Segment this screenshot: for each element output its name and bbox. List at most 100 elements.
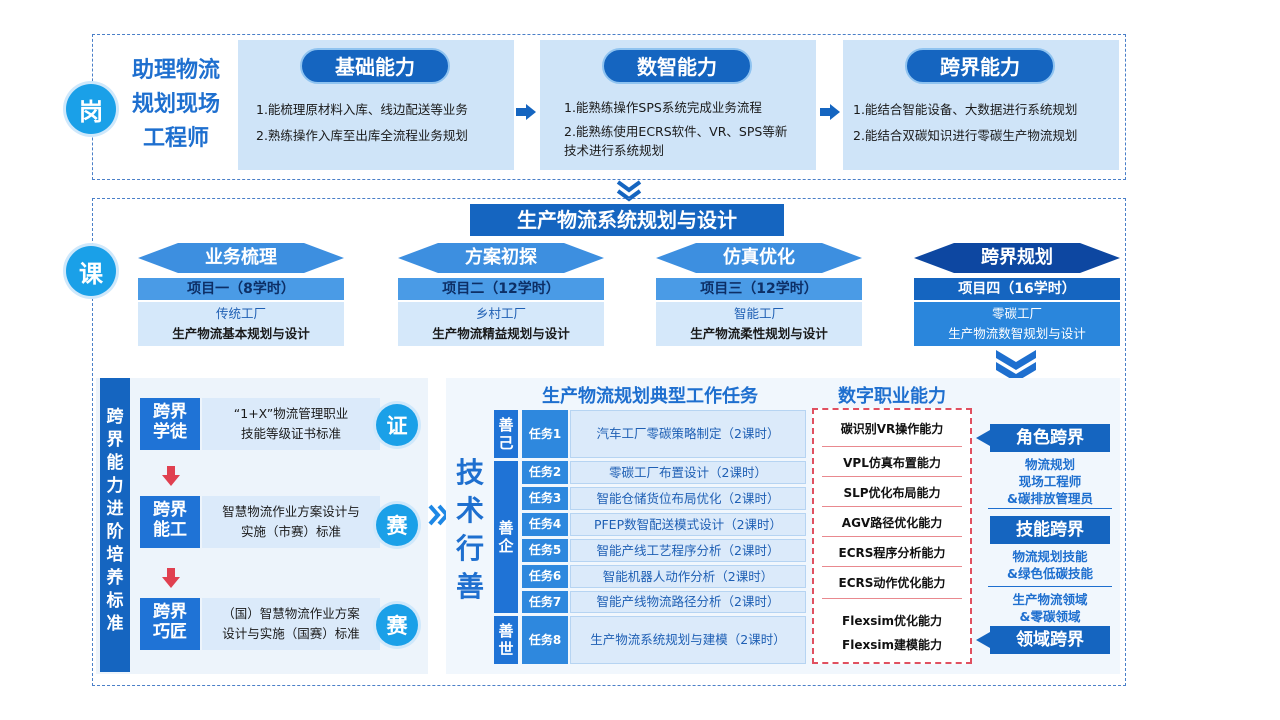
- domain-cross-box: 领域跨界: [990, 626, 1110, 654]
- chevron-down-icon: [616, 180, 642, 202]
- project-stage-shape: [656, 243, 862, 273]
- task-item: PFEP数智配送模式设计（2课时）: [570, 513, 806, 536]
- standard-line: 技能等级证书标准: [240, 426, 341, 441]
- course-badge: 课: [66, 246, 116, 296]
- project-stage-shape: [138, 243, 344, 273]
- project-column: 业务梳理 项目一（8学时） 传统工厂 生产物流基本规划与设计: [138, 242, 344, 346]
- theme-title: 技术 行善: [452, 454, 488, 606]
- ability-item: 1.能梳理原材料入库、线边配送等业务: [256, 102, 468, 117]
- role-title-line: 工程师: [142, 126, 209, 151]
- ability-item: 2.能熟练使用ECRS软件、VR、SPS等新技术进行系统规划: [564, 124, 788, 158]
- project-head: 项目四（16学时）: [914, 278, 1120, 300]
- project-desc: 生产物流精益规划与设计: [432, 326, 570, 341]
- capability-divider: [822, 506, 962, 507]
- standard-line: “1+X”物流管理职业: [233, 406, 349, 421]
- project-desc: 生产物流数智规划与设计: [948, 326, 1086, 341]
- task-item: 汽车工厂零碳策略制定（2课时）: [570, 410, 806, 458]
- cross-level-tag-line: 巧匠: [153, 622, 187, 642]
- cross-desc-line: 物流规划: [1024, 457, 1075, 472]
- role-title: 助理物流 规划现场 工程师: [118, 54, 234, 156]
- task-label: 任务1: [522, 410, 568, 458]
- cross-level-tag: 跨界 能工: [140, 496, 200, 548]
- project-column: 仿真优化 项目三（12学时） 智能工厂 生产物流柔性规划与设计: [656, 242, 862, 346]
- task-item: 智能机器人动作分析（2课时）: [570, 565, 806, 588]
- cross-level-tag-line: 跨界: [153, 500, 187, 520]
- competition-badge: 赛: [376, 604, 418, 646]
- ability-title: 跨界能力: [905, 48, 1055, 84]
- standards-banner-text: 跨界能力进阶培养标准: [106, 407, 124, 634]
- project-desc: 生产物流基本规划与设计: [172, 326, 310, 341]
- task-label: 任务2: [522, 461, 568, 484]
- group-label: 善己: [494, 410, 518, 458]
- bracket-line: [988, 586, 1112, 587]
- skill-cross-desc: 物流规划技能 &绿色低碳技能: [990, 548, 1110, 582]
- cross-desc-line: 现场工程师: [1018, 474, 1082, 489]
- task-item: 智能产线物流路径分析（2课时）: [570, 591, 806, 613]
- group-label-char: 企: [498, 537, 514, 555]
- project-stage: 跨界规划: [981, 247, 1053, 268]
- group-label-char: 善: [498, 519, 514, 537]
- task-item: 智能仓储货位布局优化（2课时）: [570, 487, 806, 510]
- cross-level-tag: 跨界 巧匠: [140, 598, 200, 650]
- project-head: 项目三（12学时）: [656, 278, 862, 300]
- cross-level-tag: 跨界 学徒: [140, 398, 200, 450]
- project-body: 零碳工厂 生产物流数智规划与设计: [914, 302, 1120, 346]
- standards-banner: 跨界能力进阶培养标准: [100, 378, 130, 672]
- group-label-char: 善: [498, 622, 514, 640]
- cross-desc-line: &绿色低碳技能: [1007, 566, 1093, 581]
- project-column: 方案初探 项目二（12学时） 乡村工厂 生产物流精益规划与设计: [398, 242, 604, 346]
- task-label: 任务7: [522, 591, 568, 613]
- project-type: 零碳工厂: [991, 306, 1042, 321]
- standard-line: 设计与实施（国赛）标准: [222, 626, 360, 641]
- group-label-char: 善: [498, 416, 514, 434]
- ability-title: 基础能力: [300, 48, 450, 84]
- task-item: 生产物流系统规划与建模（2课时）: [570, 616, 806, 664]
- competition-badge: 赛: [376, 504, 418, 546]
- project-type: 乡村工厂: [475, 306, 526, 321]
- capability-divider: [822, 566, 962, 567]
- task-item: 智能产线工艺程序分析（2课时）: [570, 539, 806, 562]
- arrow-right-icon: [516, 104, 536, 120]
- project-column: 跨界规划 项目四（16学时） 零碳工厂 生产物流数智规划与设计: [914, 242, 1120, 346]
- task-label: 任务5: [522, 539, 568, 562]
- arrow-left-icon: [976, 430, 990, 446]
- project-body: 乡村工厂 生产物流精益规划与设计: [398, 302, 604, 346]
- standard-line: 智慧物流作业方案设计与: [222, 504, 360, 519]
- task-item: 零碳工厂布置设计（2课时）: [570, 461, 806, 484]
- arrow-down-icon: [162, 568, 180, 588]
- capability-item: Flexsim建模能力: [842, 638, 942, 652]
- role-title-line: 助理物流: [131, 58, 220, 83]
- project-stage: 仿真优化: [723, 247, 795, 268]
- capability-item: SLP优化布局能力: [843, 486, 941, 500]
- ability-item: 1.能结合智能设备、大数据进行系统规划: [853, 102, 1078, 117]
- project-stage-shape: [914, 243, 1120, 273]
- task-label: 任务4: [522, 513, 568, 536]
- capability-item: VPL仿真布置能力: [843, 456, 941, 470]
- cross-level-tag-line: 跨界: [153, 602, 187, 622]
- project-stage-shape: [398, 243, 604, 273]
- arrow-down-icon: [162, 466, 180, 486]
- capability-item: Flexsim优化能力: [842, 614, 942, 628]
- ability-item: 1.能熟练操作SPS系统完成业务流程: [564, 100, 762, 115]
- project-stage: 方案初探: [465, 247, 537, 268]
- cross-desc-line: 生产物流领域: [1012, 592, 1088, 607]
- capability-item: ECRS程序分析能力: [838, 546, 946, 560]
- theme-line: 行善: [455, 532, 484, 603]
- bracket-line: [988, 508, 1112, 509]
- standard-box: （国）智慧物流作业方案 设计与实施（国赛）标准: [202, 598, 380, 650]
- role-title-line: 规划现场: [131, 92, 220, 117]
- ability-title: 数智能力: [602, 48, 752, 84]
- standard-box: 智慧物流作业方案设计与 实施（市赛）标准: [202, 496, 380, 548]
- capability-item: 碳识别VR操作能力: [840, 422, 944, 436]
- project-head: 项目二（12学时）: [398, 278, 604, 300]
- cross-desc-line: 物流规划技能: [1012, 549, 1088, 564]
- cross-desc-line: &碳排放管理员: [1007, 491, 1093, 506]
- cross-level-tag-line: 跨界: [153, 402, 187, 422]
- group-label: 善世: [494, 616, 518, 664]
- role-cross-box: 角色跨界: [990, 424, 1110, 452]
- arrow-left-icon: [976, 632, 990, 648]
- cross-level-tag-line: 能工: [153, 520, 187, 540]
- post-badge: 岗: [66, 84, 116, 134]
- ability-card-cross: 跨界能力 1.能结合智能设备、大数据进行系统规划 2.能结合双碳知识进行零碳生产…: [843, 40, 1119, 170]
- project-desc: 生产物流柔性规划与设计: [690, 326, 828, 341]
